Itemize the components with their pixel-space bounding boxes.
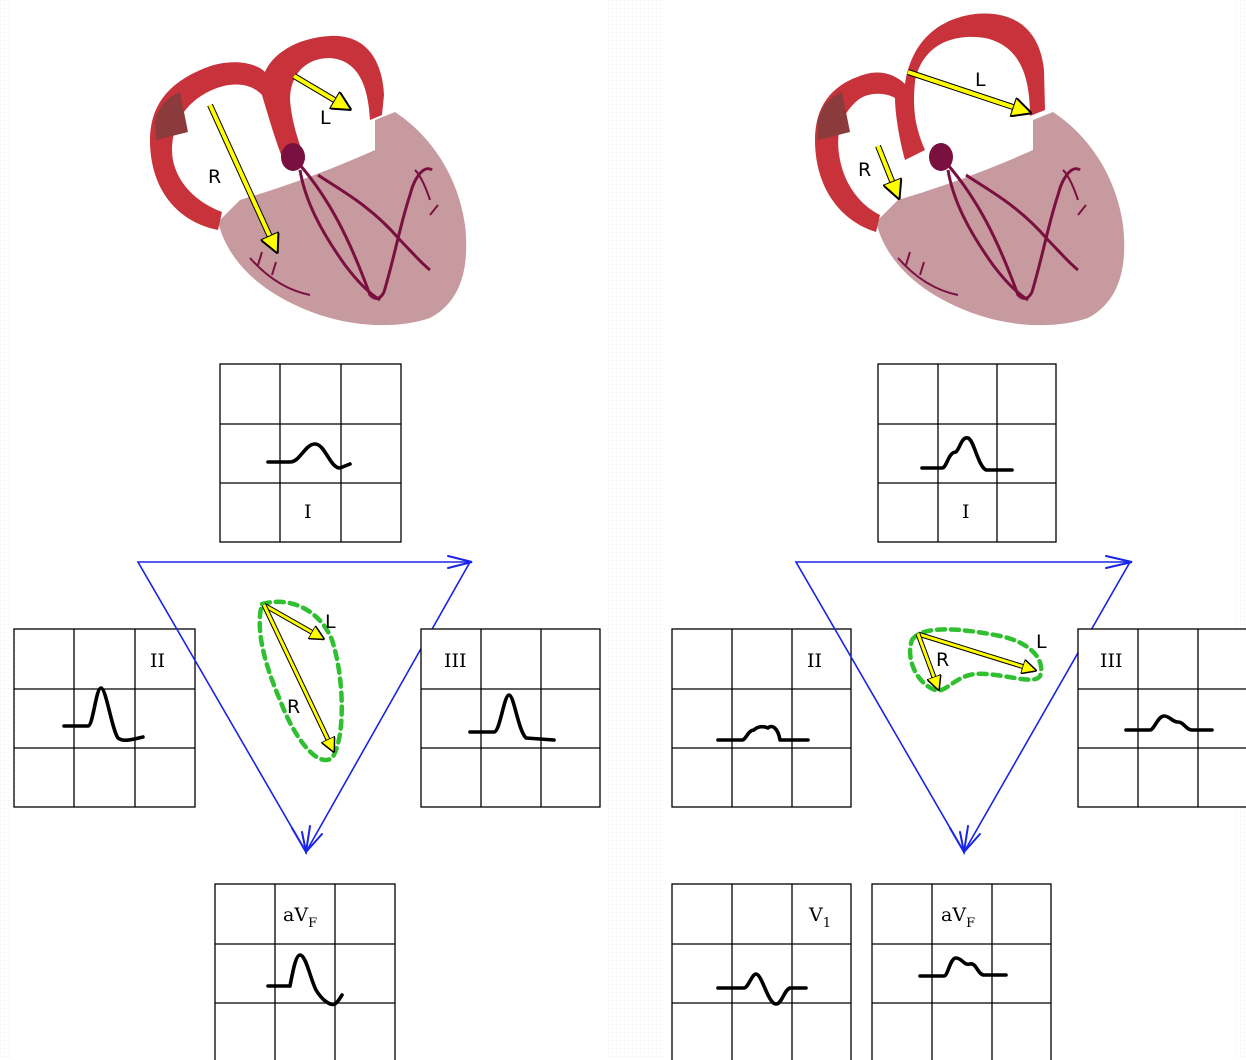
right-lead-ii-box: II [671, 628, 852, 808]
background-texture-left [0, 0, 12, 1060]
right-atria-wall [815, 13, 1045, 232]
left-atria-wall [150, 35, 384, 231]
right-sinus-node-region [818, 92, 850, 140]
left-lead-iii-box: III [420, 628, 601, 808]
right-lead-avf-waveform [918, 956, 1008, 978]
left-lead-i-box: I [219, 363, 402, 543]
left-bundle-right [298, 164, 433, 300]
left-einthoven-triangle [136, 555, 473, 855]
left-purkinje-fibers [249, 169, 439, 296]
right-lead-avf-box: aVF [871, 883, 1052, 1060]
background-texture-right [1234, 0, 1246, 1060]
right-heart-label-l: L [975, 69, 986, 91]
right-lead-v1-label: V1 [808, 904, 831, 931]
right-loop-label-l: L [1036, 631, 1047, 653]
left-heart-label-l: L [320, 107, 331, 129]
right-loop-vector-l [917, 632, 1034, 670]
left-lead-iii-label: III [444, 650, 467, 672]
right-lead-i-label: I [962, 501, 970, 523]
background-texture-center [606, 0, 664, 1060]
left-lead-ii-label: II [150, 650, 165, 672]
right-purkinje-fibers [897, 169, 1087, 296]
right-bundle-left [946, 169, 1079, 302]
left-lead-i-label: I [304, 501, 312, 523]
right-loop-vector-r [916, 633, 938, 688]
left-panel: R L I II [13, 35, 601, 1060]
left-lead-avf-box: aVF [214, 883, 396, 1060]
right-lead-v1-box: V1 [671, 883, 852, 1060]
right-lead-i-box: I [877, 363, 1057, 543]
left-bundle-left [298, 169, 431, 302]
left-heart-label-r: R [208, 166, 221, 188]
right-heart-label-r: R [858, 159, 871, 181]
left-ventricle-wall [218, 112, 467, 326]
right-lead-v1-waveform [716, 972, 808, 1006]
left-heart-vector-left [292, 74, 348, 108]
right-lead-ii-waveform [716, 724, 810, 742]
left-heart-vector-right [208, 104, 276, 250]
right-lead-iii-box: III [1077, 628, 1246, 808]
left-loop-label-l: L [325, 611, 336, 633]
right-heart-vector-right [876, 145, 898, 196]
left-lead-ii-box: II [13, 628, 196, 808]
right-panel: R L I II [671, 13, 1246, 1060]
right-heart-illustration: R L [815, 13, 1125, 326]
right-vector-loop: L R [907, 627, 1047, 693]
left-heart-illustration: R L [150, 35, 467, 326]
left-loop-label-r: R [287, 696, 300, 718]
left-lead-i-waveform [266, 442, 352, 470]
left-sinus-node-region [155, 92, 188, 140]
right-heart-vector-left [907, 70, 1028, 112]
right-lead-iii-waveform [1124, 714, 1214, 732]
left-lead-iii-waveform [468, 693, 556, 742]
right-lead-avf-label: aVF [941, 904, 975, 931]
right-bundle-right [946, 164, 1081, 300]
left-loop-vector-r [262, 604, 333, 750]
left-vector-loop: L R [257, 599, 344, 763]
right-lead-iii-label: III [1100, 650, 1123, 672]
left-lead-avf-waveform [266, 953, 344, 1007]
right-einthoven-triangle [794, 555, 1133, 855]
left-loop-vector-l [263, 603, 322, 638]
right-lead-i-waveform [920, 436, 1014, 472]
left-av-node [281, 143, 305, 171]
right-loop-label-r: R [936, 649, 949, 671]
left-lead-ii-waveform [62, 686, 145, 743]
left-lead-avf-label: aVF [283, 904, 317, 931]
right-lead-ii-label: II [807, 650, 822, 672]
right-av-node [929, 143, 953, 171]
right-ventricle-wall [876, 112, 1125, 326]
